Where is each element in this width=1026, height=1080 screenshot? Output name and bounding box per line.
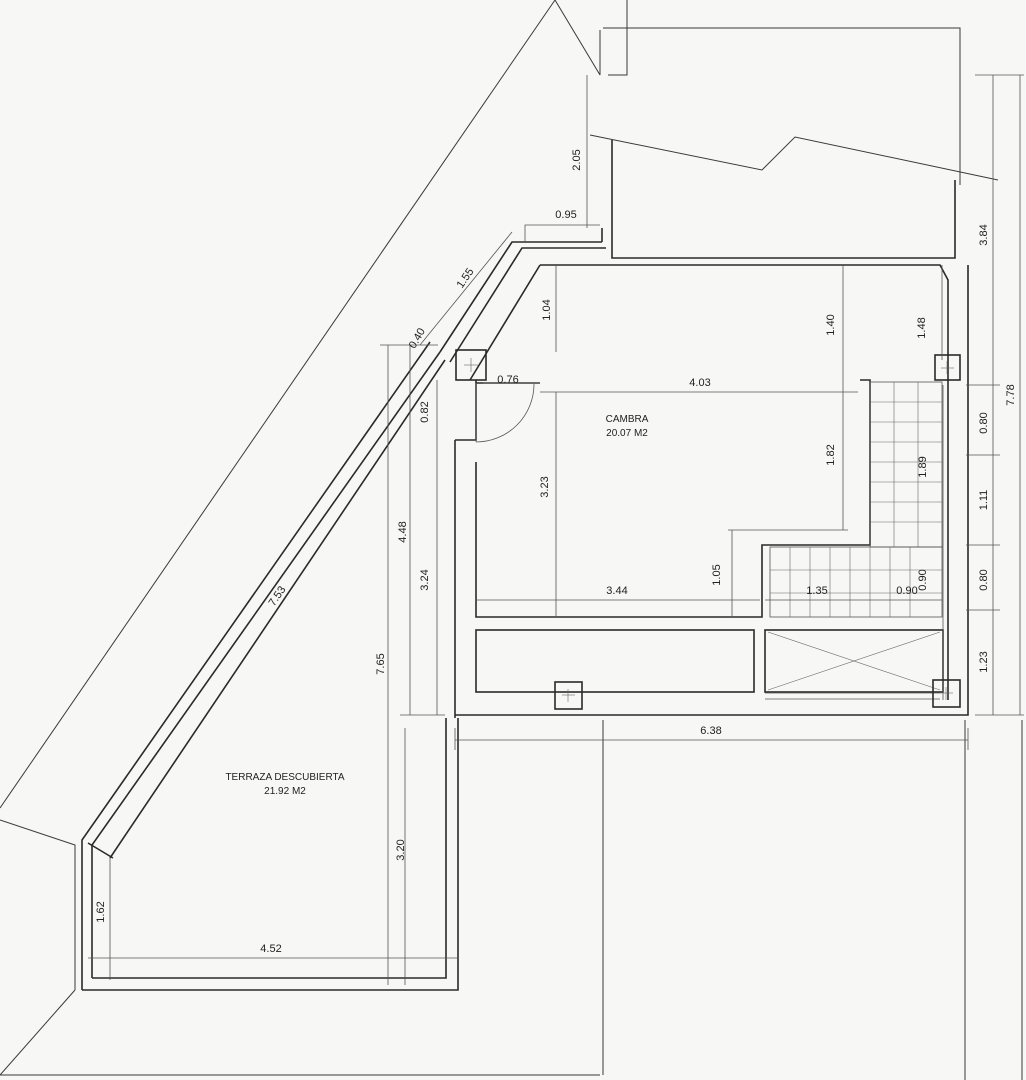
dim-label: 1.23 [978,651,990,672]
building-walls [439,228,969,718]
room-cambra: CAMBRA 20.07 M2 [606,414,649,439]
dim-label: 1.40 [825,314,837,335]
columns [455,349,961,710]
dim-label: 3.44 [606,585,627,597]
dim-label: 0.90 [896,585,917,597]
dim-label: 1.55 [455,266,477,290]
dim-label: 3.20 [395,839,407,860]
dim-label: 0.76 [497,374,518,386]
column-top-right-icon [934,354,961,381]
dim-label: 1.82 [825,444,837,465]
dim-label: 1.35 [806,585,827,597]
column-bottom-mid-icon [554,681,583,710]
dim-label: 7.65 [375,653,387,674]
room-area: 21.92 M2 [264,786,306,797]
terrace-walls [81,341,459,991]
dim-label: 1.62 [95,901,107,922]
dim-label: 1.48 [916,317,928,338]
room-area: 20.07 M2 [606,428,648,439]
dim-label: 0.95 [555,209,576,221]
dim-label: 1.11 [978,490,990,511]
stairs [769,381,944,700]
dim-label: 3.24 [419,569,431,590]
dim-label: 1.89 [917,456,929,477]
upper-block [589,0,999,259]
dim-label: 3.84 [978,224,990,245]
dim-label: 4.03 [689,377,710,389]
dim-label: 0.80 [978,569,990,590]
room-terraza: TERRAZA DESCUBIERTA 21.92 M2 [225,772,344,797]
column-top-left-icon [455,349,487,381]
dim-label: 3.23 [539,476,551,497]
door-swing [475,383,535,443]
dim-label: 0.82 [419,401,431,422]
dim-label: 4.52 [260,943,281,955]
dim-label: 0.80 [978,412,990,433]
dimension-lines [88,74,1024,985]
dim-label: 4.48 [397,521,409,542]
room-name: TERRAZA DESCUBIERTA [225,772,344,783]
dim-label: 2.05 [571,149,583,170]
dim-label: 6.38 [700,725,721,737]
lower-rooms [475,629,944,700]
dim-label: 1.05 [711,564,723,585]
dim-label: 7.78 [1005,384,1017,405]
dim-label: 0.90 [917,569,929,590]
column-bottom-right-icon [932,679,961,708]
room-name: CAMBRA [606,414,649,425]
dim-label: 1.04 [541,299,553,320]
